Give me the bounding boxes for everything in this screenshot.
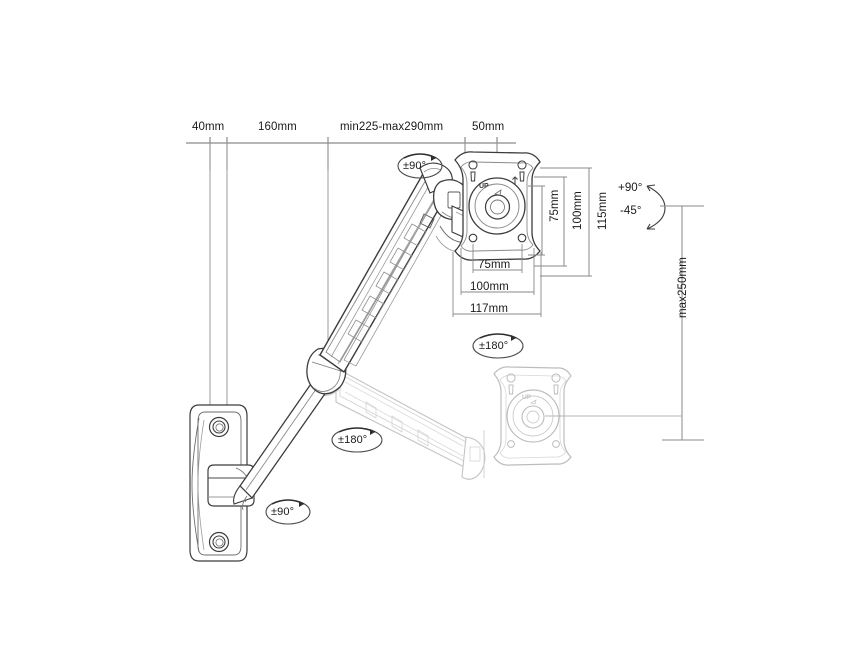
vesa-horizontal-label-100mm: 100mm <box>470 281 509 293</box>
rotation-label-swivel-180-head: ±180° <box>479 340 509 352</box>
rotation-badge-swivel-90-base <box>265 499 311 525</box>
vesa-vertical-label-115mm: 115mm <box>597 192 609 230</box>
dimension-label-50mm: 50mm <box>472 121 505 133</box>
max-height-label: max250mm <box>677 257 689 318</box>
dimension-label-40mm: 40mm <box>192 121 225 133</box>
vesa-mounting-plate: UP <box>454 151 541 261</box>
vesa-horizontal-dimensions <box>452 244 542 317</box>
vesa-vertical-dimensions <box>528 167 592 277</box>
max-height-dimension <box>545 205 704 441</box>
vesa-vertical-label-100mm: 100mm <box>572 191 584 230</box>
vesa-horizontal-label-117mm: 117mm <box>470 303 508 315</box>
svg-text:UP: UP <box>522 394 532 401</box>
tilt-label-down: -45° <box>620 205 642 217</box>
dimension-label-extension-range: min225-max290mm <box>340 121 444 133</box>
plate-up-marking: UP <box>479 183 489 190</box>
rotation-label-swivel-90-base: ±90° <box>271 506 295 518</box>
rotation-badge-pan-90-top <box>397 153 443 179</box>
dimension-label-160mm: 160mm <box>258 121 297 133</box>
vesa-horizontal-label-75mm: 75mm <box>478 259 511 271</box>
gas-spring-upper-arm <box>319 162 453 374</box>
rotation-badge-swivel-180-elbow <box>331 427 383 453</box>
rotation-label-swivel-180-elbow: ±180° <box>338 434 368 446</box>
rotation-badge-swivel-180-head <box>472 333 524 359</box>
rotation-label-pan-90-top: ±90° <box>403 160 427 172</box>
tilt-label-up: +90° <box>618 182 643 194</box>
wall-mount-bracket <box>189 404 255 562</box>
tilt-angle-indicator <box>646 184 666 230</box>
vesa-vertical-label-75mm: 75mm <box>549 189 561 222</box>
